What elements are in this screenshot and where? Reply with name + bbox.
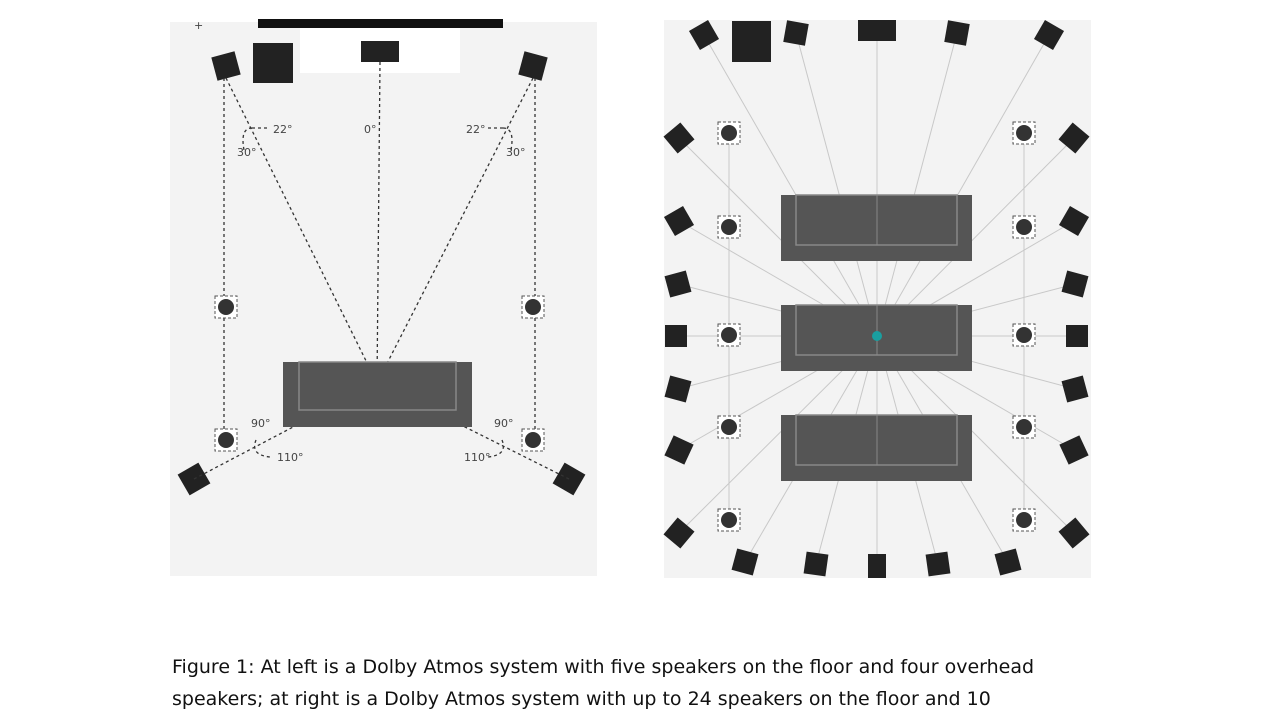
overhead-speaker [717,323,741,347]
angle-label: 110° [277,451,304,464]
floor-speaker [663,122,695,154]
overhead-speaker [521,295,545,319]
floor-speaker [665,325,687,347]
speaker-lines [193,61,570,480]
floor-speaker [1061,270,1089,298]
angle-label: 0° [364,123,377,136]
overhead-speaker [1012,415,1036,439]
angle-label: 110° [464,451,491,464]
floor-speaker [1066,325,1088,347]
angle-label: 22° [466,123,486,136]
floor-speaker [664,435,694,465]
angle-label: 30° [237,146,257,159]
overhead-speaker [717,508,741,532]
floor-speaker [803,551,829,577]
overhead-speaker [214,428,238,452]
speaker-line [876,34,1050,337]
floor-speaker [664,375,692,403]
floor-speaker [1058,122,1090,154]
sofa [283,362,472,427]
subwoofer [732,21,771,62]
overhead-speaker [1012,508,1036,532]
subwoofer [253,43,293,83]
left-diagram: + 22° 30° 0° 22° 30° 90° 110° [170,19,597,576]
floor-speaker [663,517,695,549]
center-speaker [858,20,896,41]
floor-speaker [663,205,695,237]
floor-speaker [1033,19,1065,51]
floor-speaker [731,548,759,576]
caption-line: speakers; at right is a Dolby Atmos syst… [172,688,991,710]
center-speaker [361,41,399,62]
speaker-line [703,34,878,337]
floor-speaker [1061,375,1089,403]
sofa-cushions [298,361,457,411]
angle-label: 22° [273,123,293,136]
angle-label: 90° [494,417,514,430]
overhead-speaker [717,215,741,239]
sofa [781,414,972,481]
speaker-line [876,137,1075,337]
floor-speaker [1058,205,1090,237]
floor-speaker [994,548,1022,576]
floor-speaker [688,19,720,51]
speaker-line [678,137,878,337]
sofa [781,194,972,261]
overhead-speaker [521,428,545,452]
angle-label: 90° [251,417,271,430]
crosshair-mark: + [194,19,203,32]
floor-speaker [664,270,692,298]
right-diagram [663,19,1091,578]
floor-speaker [925,551,951,577]
screen [258,19,503,28]
overhead-speaker [1012,215,1036,239]
overhead-speaker [717,415,741,439]
speaker-line [876,32,958,337]
floor-speaker [783,20,809,46]
overhead-speaker [1012,323,1036,347]
floor-speaker [944,20,970,46]
listener-position [872,331,882,341]
overhead-speaker [717,121,741,145]
rear-center-speaker [868,554,886,578]
floor-speaker [1059,435,1089,465]
angle-label: 30° [506,146,526,159]
caption-line: Figure 1: At left is a Dolby Atmos syste… [172,656,1035,678]
front-left-speaker [211,51,241,81]
overhead-speaker [214,295,238,319]
front-right-speaker [518,51,548,81]
figure-caption: Figure 1: At left is a Dolby Atmos syste… [172,651,1172,715]
floor-speaker [1058,517,1090,549]
speaker-line [795,32,878,337]
overhead-speaker [1012,121,1036,145]
